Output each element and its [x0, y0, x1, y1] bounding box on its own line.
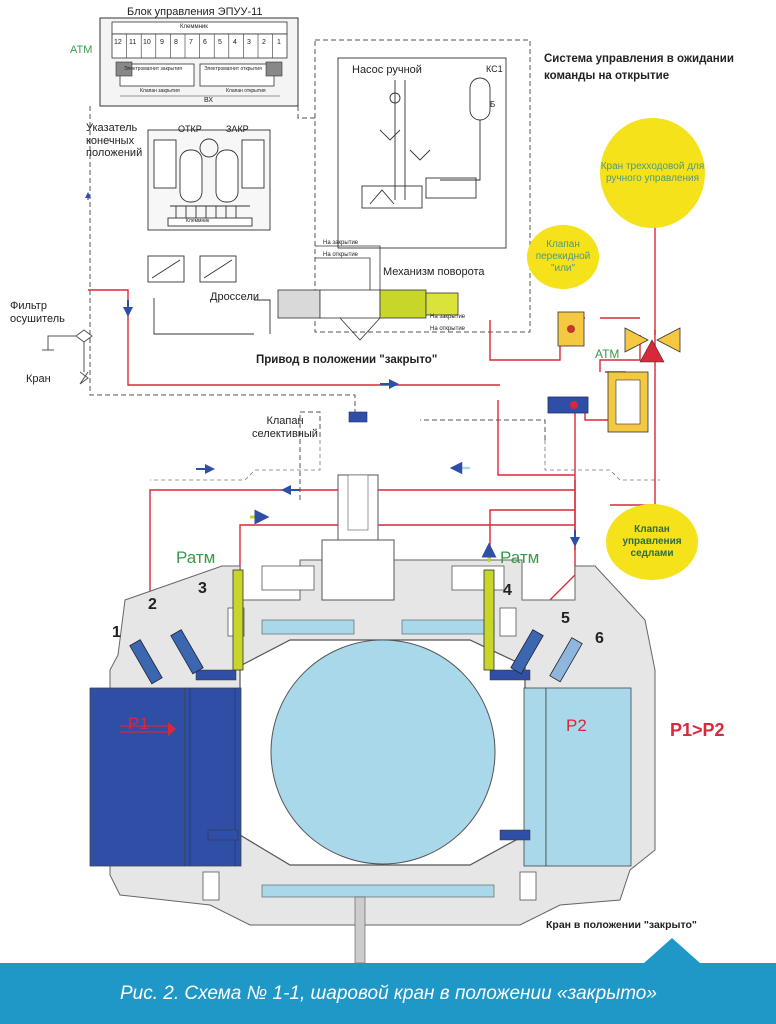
switch-valve-body	[557, 311, 585, 347]
patm-right-label: Ратм	[500, 548, 540, 567]
injection-fittings	[129, 569, 583, 685]
selective-valve-label: Клапан селективный	[252, 415, 318, 440]
terminal-number: 11	[129, 39, 137, 46]
port-label: 5	[561, 610, 570, 627]
seat-control-valve-label: Клапан управления седлами	[606, 504, 698, 580]
caption-bar: Рис. 2. Схема № 1-1, шаровой кран в поло…	[0, 963, 776, 1024]
zakr-label: ЗАКР	[226, 124, 249, 134]
terminal-number: 3	[247, 39, 251, 46]
na-zakr-label-2: На закрытие	[430, 314, 466, 320]
figure-caption: Рис. 2. Схема № 1-1, шаровой кран в поло…	[120, 983, 657, 1004]
rotation-mechanism-label: Механизм поворота	[383, 266, 485, 278]
valve-state-label: Кран в положении "закрыто"	[546, 919, 697, 931]
drive-state-label: Привод в положении "закрыто"	[256, 354, 438, 366]
atm-left-label: АТМ	[70, 44, 93, 56]
filter-label: Фильтр осушитель	[10, 300, 65, 325]
terminal-number: 5	[218, 39, 222, 46]
terminal-number: 12	[114, 39, 122, 46]
terminal-number: 1	[277, 39, 281, 46]
na-otkr-label-2: На открытие	[430, 326, 466, 332]
terminal-number: 9	[160, 39, 164, 46]
flow-arrows	[85, 192, 580, 547]
block-sub-label: Электромагнит закрытия	[124, 66, 182, 72]
terminal-number: 4	[233, 39, 237, 46]
throttles-label: Дроссели	[210, 291, 260, 303]
port-label: 1	[112, 624, 121, 641]
port-label: 2	[148, 596, 157, 613]
p1-label: P1	[128, 714, 149, 733]
ks1-label: КС1	[486, 64, 503, 74]
terminal-number: 6	[203, 39, 207, 46]
terminal-number: 2	[262, 39, 266, 46]
filter-and-tap	[42, 329, 93, 385]
b-label: Б	[490, 100, 496, 109]
control-block	[99, 17, 299, 107]
terminal-number: 10	[143, 39, 151, 46]
switch-valve-label: Клапан перекидной "или"	[527, 225, 599, 289]
na-otkr-label: На открытие	[323, 252, 359, 258]
terminal-number: 8	[174, 39, 178, 46]
terminal-number: 7	[189, 39, 193, 46]
control-block-title: Блок управления ЭПУУ-11	[127, 6, 263, 18]
seat-control-valve-body	[547, 371, 649, 433]
na-zakr-label: На закрытие	[323, 240, 359, 246]
three-way-valve-label: Кран трехходовой для ручного управления	[600, 118, 705, 228]
pressure-relation-label: P1>P2	[670, 720, 725, 740]
indicator-bottom-label: Клеммник	[186, 218, 210, 224]
indicator-label: Указатель конечных положений	[86, 122, 143, 160]
terminal-strip	[111, 33, 288, 59]
selective-valve	[348, 411, 368, 423]
port-label: 4	[503, 582, 512, 599]
block-sub-label: Электромагнит открытия	[204, 66, 262, 72]
block-sub-label: Клапан открытия	[226, 88, 266, 94]
control-dashed-lines	[89, 39, 546, 500]
atm-right-label: АТМ	[595, 347, 620, 361]
block-vx-label: ВХ	[204, 97, 214, 104]
port-label: 3	[198, 580, 207, 597]
state-title: Система управления в ожидании команды на…	[544, 53, 734, 83]
patm-left-label: Ратм	[176, 548, 216, 567]
three-way-valve-body	[624, 327, 681, 363]
block-top-label: Клеммник	[180, 24, 208, 30]
tap-label: Кран	[26, 373, 51, 385]
otkr-label: ОТКР	[178, 124, 202, 134]
end-position-indicator	[147, 129, 271, 231]
hand-pump-unit	[337, 57, 507, 249]
p2-label: P2	[566, 716, 587, 735]
throttles	[147, 255, 271, 335]
block-sub-label: Клапан закрытия	[140, 88, 180, 94]
rotation-mechanism	[277, 245, 459, 341]
port-label: 6	[595, 630, 604, 647]
hand-pump-label: Насос ручной	[352, 64, 422, 76]
ball-valve-body	[89, 474, 656, 964]
